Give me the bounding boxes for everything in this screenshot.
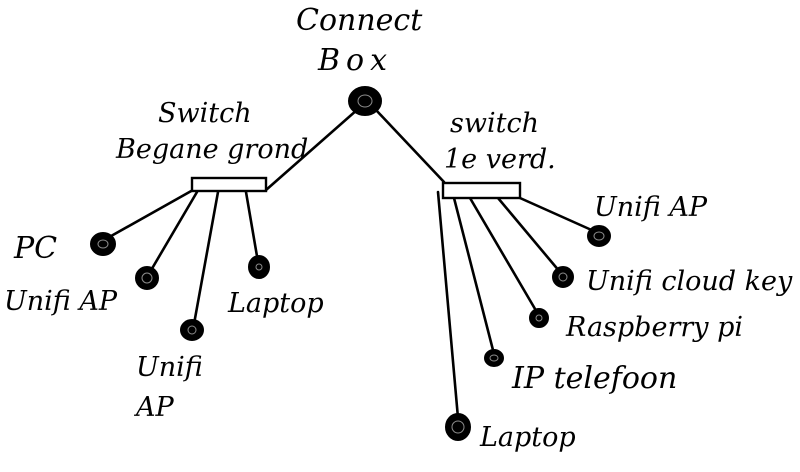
link-switch-bg-pc	[102, 188, 195, 242]
ip-telefoon-label: IP telefoon	[512, 361, 678, 396]
unifi-ap-2-label-line2: AP	[136, 392, 174, 423]
laptop-1-label: Laptop	[228, 288, 324, 319]
unifi-ap-1-label: Unifi AP	[4, 286, 118, 317]
unifi-ap-2-label-line1: Unifi	[136, 352, 203, 383]
unifi-ap-3-label: Unifi AP	[594, 192, 708, 223]
switch-1e-verd-box	[441, 181, 522, 200]
switch-begane-grond-box	[190, 176, 268, 193]
link-connectbox-switch-1e-verd	[374, 108, 446, 184]
link-switch-bg-unifi-ap-2	[192, 190, 220, 326]
laptop-2-label: Laptop	[480, 422, 576, 453]
raspberry-pi-node-icon	[529, 308, 549, 328]
connectbox-label-line2: Box	[318, 43, 394, 78]
laptop-1-node-icon	[248, 255, 270, 279]
link-switch-1e-laptop	[436, 190, 460, 420]
link-switch-1e-ip-telefoon	[452, 196, 496, 356]
link-switch-1e-unifi-cloud-key	[496, 196, 562, 274]
ip-telefoon-node-icon	[484, 349, 504, 367]
unifi-cloud-key-node-icon	[552, 266, 574, 288]
unifi-cloud-key-label: Unifi cloud key	[586, 266, 793, 297]
pc-node-icon	[90, 232, 116, 256]
link-switch-1e-raspberry-pi	[468, 196, 540, 316]
unifi-ap-2-node-icon	[180, 319, 204, 341]
switch-1e-verd-label-line2: 1e verd.	[444, 144, 556, 175]
link-connectbox-switch-begane-grond	[264, 100, 368, 192]
pc-label: PC	[14, 231, 58, 266]
unifi-ap-1-node-icon	[135, 266, 159, 290]
raspberry-pi-label: Raspberry pi	[566, 312, 744, 343]
connectbox-node-icon	[348, 86, 382, 116]
laptop-2-node-icon	[445, 413, 471, 441]
switch-begane-grond-label-line2: Begane grond	[116, 134, 309, 165]
unifi-ap-3-node-icon	[587, 225, 611, 247]
connectbox-label-line1: Connect	[296, 3, 423, 38]
link-switch-bg-laptop	[244, 190, 260, 264]
switch-1e-verd-label-line1: switch	[450, 108, 539, 139]
switch-begane-grond-label-line1: Switch	[158, 98, 252, 129]
link-switch-bg-unifi-ap-1	[148, 190, 199, 274]
link-switch-1e-unifi-ap	[518, 196, 598, 234]
